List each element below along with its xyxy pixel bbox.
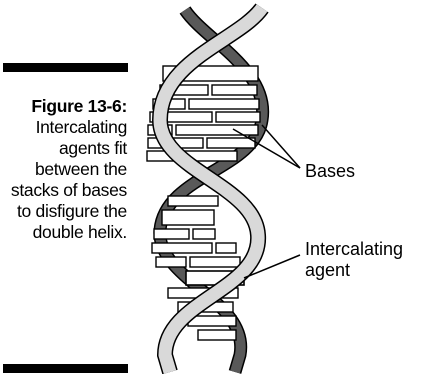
intercalating-agent-label: Intercalating agent xyxy=(305,239,425,281)
bases-label: Bases xyxy=(305,161,355,182)
bases-lower-stack xyxy=(152,196,240,340)
